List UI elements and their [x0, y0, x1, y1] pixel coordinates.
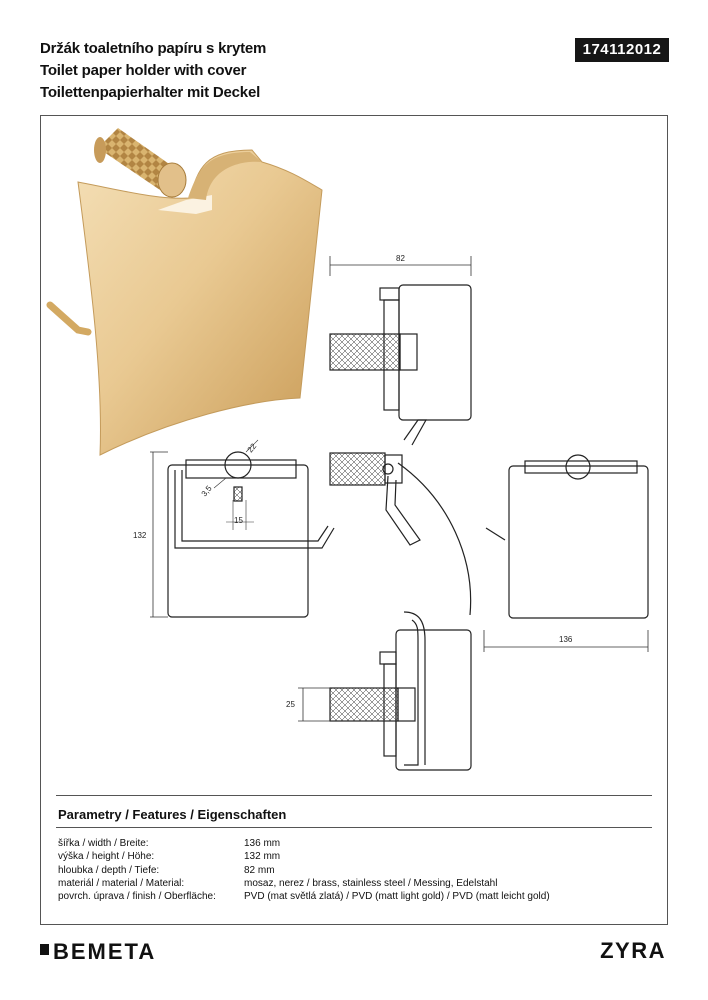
feature-label: povrch. úprava / finish / Oberfläche: — [58, 891, 216, 903]
feature-row-finish: povrch. úprava / finish / Oberfläche: PV… — [58, 890, 550, 903]
title-english: Toilet paper holder with cover — [40, 62, 247, 79]
dim-15-label: 15 — [234, 516, 243, 525]
features-table: šířka / width / Breite: 136 mm výška / h… — [58, 837, 550, 903]
features-title: Parametry / Features / Eigenschaften — [58, 807, 287, 822]
feature-value: mosaz, nerez / brass, stainless steel / … — [244, 877, 498, 889]
dim-25 — [298, 687, 330, 722]
side-view-top — [329, 284, 472, 446]
dim-25-label: 25 — [286, 700, 295, 709]
feature-row-depth: hloubka / depth / Tiefe: 82 mm — [58, 864, 550, 877]
dim-82 — [329, 256, 472, 276]
brand-name: BEMETA — [53, 939, 157, 964]
title-block: Držák toaletního papíru s krytem Toilet … — [40, 38, 266, 104]
title-czech: Držák toaletního papíru s krytem — [40, 40, 267, 57]
feature-row-material: materiál / material / Material: mosaz, n… — [58, 877, 550, 890]
title-german: Toilettenpapierhalter mit Deckel — [40, 84, 261, 101]
product-code-badge: 174112012 — [575, 38, 669, 62]
feature-label: šířka / width / Breite: — [58, 838, 149, 849]
dim-132 — [150, 451, 168, 618]
feature-value: 136 mm — [244, 838, 281, 849]
feature-label: výška / height / Höhe: — [58, 851, 155, 863]
features-divider-bottom — [56, 827, 652, 828]
cover-photo — [77, 149, 323, 456]
feature-value: 132 mm — [244, 851, 281, 863]
dim-82-label: 82 — [396, 254, 405, 263]
feature-row-width: šířka / width / Breite: 136 mm — [58, 837, 550, 850]
front-view-right — [485, 454, 649, 619]
technical-drawing: 82 132 22 3,5 15 — [46, 128, 649, 771]
feature-row-height: výška / height / Höhe: 132 mm — [58, 850, 550, 863]
brand-square-icon — [40, 944, 49, 955]
drawing-frame — [40, 115, 668, 925]
arm-photo — [46, 301, 92, 336]
dim-22-label: 22 — [246, 441, 259, 454]
feature-value: PVD (mat světlá zlatá) / PVD (matt light… — [244, 891, 550, 903]
features-divider-top — [56, 795, 652, 796]
dim-small — [213, 439, 259, 530]
holder-rod-photo — [94, 128, 187, 198]
side-view-center — [329, 452, 472, 616]
feature-value: 82 mm — [244, 864, 275, 876]
side-view-bottom — [329, 611, 472, 771]
dim-136-label: 136 — [559, 635, 573, 644]
product-photo — [46, 128, 323, 456]
dim-136 — [483, 630, 649, 652]
brand-logo: BEMETA — [40, 938, 156, 966]
feature-label: hloubka / depth / Tiefe: — [58, 864, 160, 876]
front-view-left — [167, 451, 335, 618]
series-name: ZYRA — [600, 938, 666, 963]
dim-3-5-label: 3,5 — [200, 484, 214, 499]
feature-label: materiál / material / Material: — [58, 877, 185, 889]
dim-132-label: 132 — [133, 531, 147, 540]
